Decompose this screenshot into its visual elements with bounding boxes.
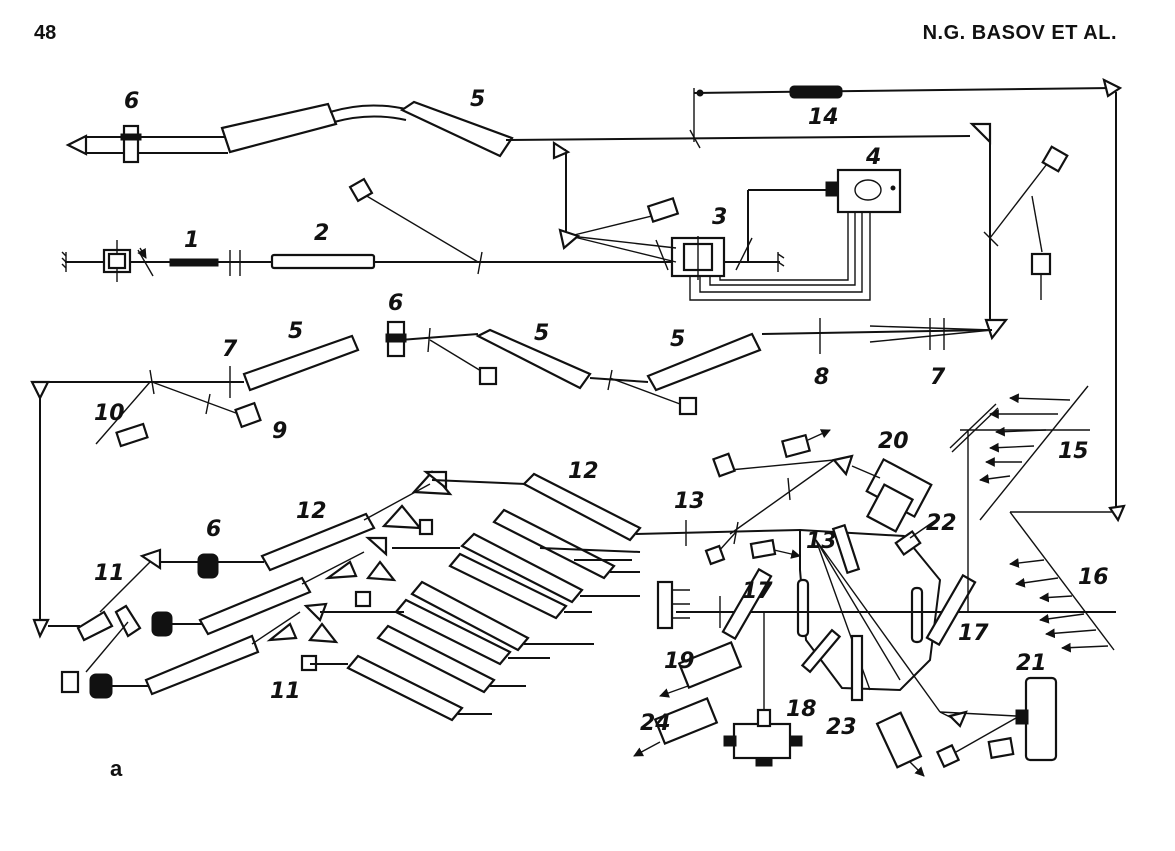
running-head: N.G. BASOV ET AL. [922,22,1117,44]
callout-9: 9 [272,419,287,444]
callout-6-top: 6 [124,89,139,114]
callout-13-left: 13 [674,489,705,514]
callout-5-middle-center: 5 [534,321,549,346]
callout-18: 18 [786,697,817,722]
fan-15-arrows [979,393,1071,484]
callout-20: 20 [878,429,909,454]
callout-17-right: 17 [958,621,989,646]
target-chamber [633,429,1116,777]
callout-2: 2 [314,221,329,246]
callout-5-middle-right: 5 [670,327,685,352]
callout-11-bottom: 11 [270,679,301,704]
callout-21: 21 [1016,651,1047,676]
fan-16-arrows [1009,558,1109,653]
callout-3: 3 [712,205,727,230]
callout-19: 19 [664,649,695,674]
callout-22: 22 [926,511,957,536]
callout-12-left: 12 [296,499,327,524]
callout-14: 14 [808,105,839,130]
callout-10: 10 [94,401,125,426]
callout-6-middle: 6 [388,291,403,316]
callout-5-top: 5 [470,87,485,112]
page-number: 48 [34,22,57,44]
channel-amplifiers [60,470,801,722]
callout-8: 8 [814,365,829,390]
top-amplifier-line [65,77,1123,512]
callout-7-left: 7 [222,337,238,362]
callout-15: 15 [1058,439,1089,464]
callout-16: 16 [1078,565,1109,590]
callout-4: 4 [865,145,881,170]
panel-label: a [110,756,123,781]
callout-labels: 1 2 3 4 5 5 5 5 6 6 6 7 7 8 9 10 11 11 1… [94,87,1109,740]
callout-1: 1 [184,228,199,253]
oscillator-line [61,150,902,301]
callout-13-right: 13 [806,529,837,554]
callout-6-bottom: 6 [206,517,221,542]
diagnostic-fans [539,385,1126,653]
callout-7-right: 7 [930,365,946,390]
callout-11-left: 11 [94,561,125,586]
callout-5-middle-left: 5 [288,319,303,344]
callout-12-right: 12 [568,459,599,484]
callout-17-left: 17 [742,579,773,604]
middle-amplifier-line [30,318,1009,639]
callout-24: 24 [640,711,671,736]
callout-23: 23 [826,715,857,740]
